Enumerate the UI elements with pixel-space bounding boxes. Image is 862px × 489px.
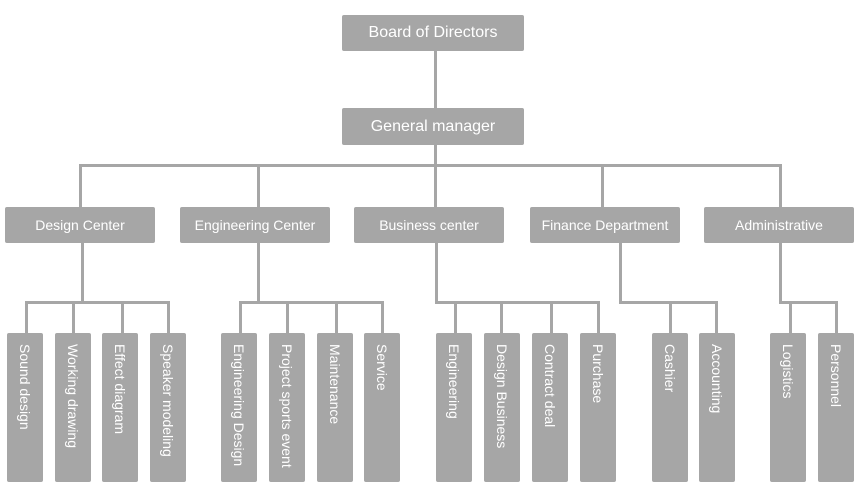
- unit-working-drawing: Working drawing: [55, 333, 91, 482]
- connector-unit: [669, 301, 672, 333]
- unit-sound-design: Sound design: [7, 333, 43, 482]
- connector-engineering-down: [257, 243, 260, 303]
- connector-design-center: [79, 164, 82, 207]
- connector-unit: [286, 301, 289, 333]
- connector-unit: [835, 301, 838, 333]
- connector-unit: [335, 301, 338, 333]
- connector-design-bar: [25, 301, 169, 304]
- connector-unit: [597, 301, 600, 333]
- connector-root-manager: [434, 51, 437, 108]
- unit-engineering: Engineering: [436, 333, 472, 482]
- connector-unit: [239, 301, 242, 333]
- department-engineering-center: Engineering Center: [180, 207, 330, 243]
- unit-purchase: Purchase: [580, 333, 616, 482]
- unit-accounting: Accounting: [699, 333, 735, 482]
- connector-design-down: [81, 243, 84, 303]
- connector-admin-down: [779, 243, 782, 303]
- connector-business-down: [435, 243, 438, 303]
- department-finance: Finance Department: [530, 207, 680, 243]
- department-design-center: Design Center: [5, 207, 155, 243]
- connector-unit: [550, 301, 553, 333]
- unit-design-business: Design Business: [484, 333, 520, 482]
- connector-unit: [121, 301, 124, 333]
- department-business-center: Business center: [354, 207, 504, 243]
- connector-unit: [715, 301, 718, 333]
- connector-unit: [381, 301, 384, 333]
- connector-unit: [500, 301, 503, 333]
- unit-contract-deal: Contract deal: [532, 333, 568, 482]
- board-of-directors-node: Board of Directors: [342, 15, 524, 51]
- connector-unit: [72, 301, 75, 333]
- connector-administrative: [779, 164, 782, 207]
- unit-service: Service: [364, 333, 400, 482]
- unit-project-sports-event: Project sports event: [269, 333, 305, 482]
- connector-finance-bar: [619, 301, 718, 304]
- general-manager-node: General manager: [342, 108, 524, 145]
- unit-effect-diagram: Effect diagram: [102, 333, 138, 482]
- connector-departments-bar: [79, 164, 782, 167]
- connector-unit: [789, 301, 792, 333]
- connector-unit: [167, 301, 170, 333]
- unit-personnel: Personnel: [818, 333, 854, 482]
- connector-admin-bar: [779, 301, 837, 304]
- connector-finance-down: [619, 243, 622, 303]
- unit-engineering-design: Engineering Design: [221, 333, 257, 482]
- connector-unit: [25, 301, 28, 333]
- unit-logistics: Logistics: [770, 333, 806, 482]
- connector-unit: [454, 301, 457, 333]
- connector-business-center: [434, 164, 437, 207]
- unit-speaker-modeling: Speaker modeling: [150, 333, 186, 482]
- connector-manager-down: [434, 145, 437, 165]
- unit-cashier: Cashier: [652, 333, 688, 482]
- connector-finance-department: [601, 164, 604, 207]
- department-administrative: Administrative: [704, 207, 854, 243]
- unit-maintenance: Maintenance: [317, 333, 353, 482]
- connector-business-bar: [435, 301, 599, 304]
- connector-engineering-center: [257, 164, 260, 207]
- connector-engineering-bar: [239, 301, 384, 304]
